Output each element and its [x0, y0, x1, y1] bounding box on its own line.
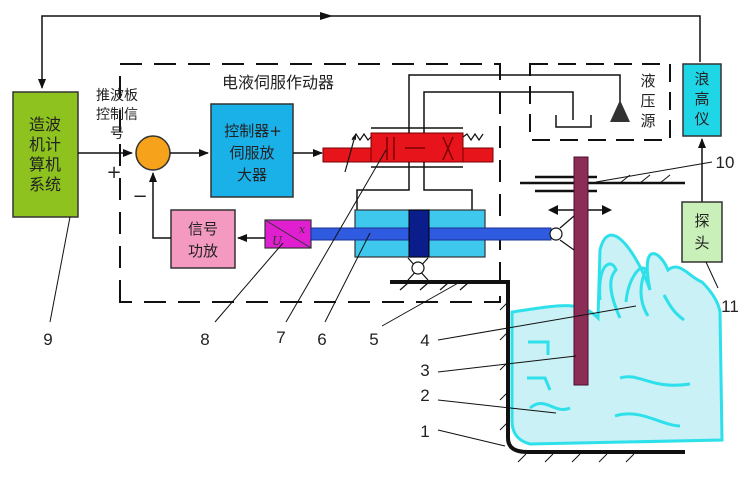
servo-valve — [322, 127, 494, 173]
wave-paddle — [573, 156, 589, 386]
svg-text:高: 高 — [694, 90, 709, 108]
callout-6: 6 — [317, 330, 326, 349]
probe-block: 探 头 — [681, 201, 723, 263]
minus-sign: − — [132, 186, 147, 207]
actuator-boundary — [119, 63, 501, 303]
cylinder-pivot — [390, 257, 510, 291]
displacement-sensor: U x — [264, 219, 312, 249]
callout-5: 5 — [369, 330, 378, 349]
feedback-arrow-icon — [320, 12, 333, 20]
callout-8: 8 — [200, 330, 209, 349]
svg-text:伺服放: 伺服放 — [229, 144, 274, 162]
svg-text:机计: 机计 — [29, 135, 61, 154]
svg-text:信号: 信号 — [188, 220, 218, 238]
svg-text:号: 号 — [110, 126, 124, 142]
callout-1: 1 — [420, 422, 429, 441]
hydraulic-source-boundary — [529, 63, 671, 141]
summing-junction — [135, 135, 171, 171]
hydraulic-source-label: 液 压 源 — [640, 72, 655, 130]
svg-text:造波: 造波 — [29, 115, 61, 134]
signal-label: 推波板 控制信 号 — [96, 88, 138, 142]
svg-text:系统: 系统 — [29, 175, 61, 194]
callout-3: 3 — [420, 361, 429, 380]
svg-text:仪: 仪 — [694, 110, 709, 128]
actuator-title: 电液伺服作动器 — [222, 73, 334, 92]
spring-left-icon — [351, 132, 372, 142]
callout-11: 11 — [721, 297, 739, 316]
callout-9: 9 — [43, 330, 52, 349]
rod-joint — [549, 215, 575, 251]
svg-text:大器: 大器 — [237, 166, 267, 184]
hydraulic-lines — [356, 74, 621, 210]
callout-4: 4 — [420, 331, 429, 350]
callout-10: 10 — [716, 153, 735, 172]
controller-block: 控制器+ 伺服放 大器 — [210, 103, 294, 198]
svg-text:压: 压 — [640, 92, 655, 110]
callout-7: 7 — [276, 328, 285, 347]
svg-text:功放: 功放 — [188, 242, 218, 260]
svg-text:控制器+: 控制器+ — [224, 122, 282, 140]
wave-tank — [499, 233, 724, 463]
spring-right-icon — [462, 132, 484, 142]
svg-text:推波板: 推波板 — [96, 88, 138, 104]
paddle-guide — [520, 174, 685, 193]
feedback-line — [38, 12, 701, 89]
svg-text:液: 液 — [640, 72, 655, 90]
hydraulic-cylinder — [310, 209, 552, 258]
svg-text:头: 头 — [694, 234, 709, 252]
plus-sign: + — [106, 162, 121, 183]
pump-icon — [610, 100, 630, 122]
svg-text:源: 源 — [640, 112, 655, 130]
wave-gauge-block: 浪 高 仪 — [682, 63, 722, 137]
svg-text:U: U — [272, 234, 283, 248]
svg-text:浪: 浪 — [694, 70, 709, 88]
svg-text:x: x — [299, 223, 306, 236]
svg-text:探: 探 — [694, 212, 709, 230]
proportional-solenoid-icon — [344, 135, 356, 173]
signal-amplifier-block: 信号 功放 — [170, 209, 236, 269]
computer-block: 造波 机计 算机 系统 — [12, 91, 79, 218]
leader-lines — [49, 149, 719, 447]
svg-text:算机: 算机 — [29, 155, 61, 174]
callout-2: 2 — [420, 386, 429, 405]
svg-text:控制信: 控制信 — [96, 107, 138, 123]
callout-numbers: 1 2 3 4 5 6 7 8 9 10 11 — [43, 153, 739, 441]
